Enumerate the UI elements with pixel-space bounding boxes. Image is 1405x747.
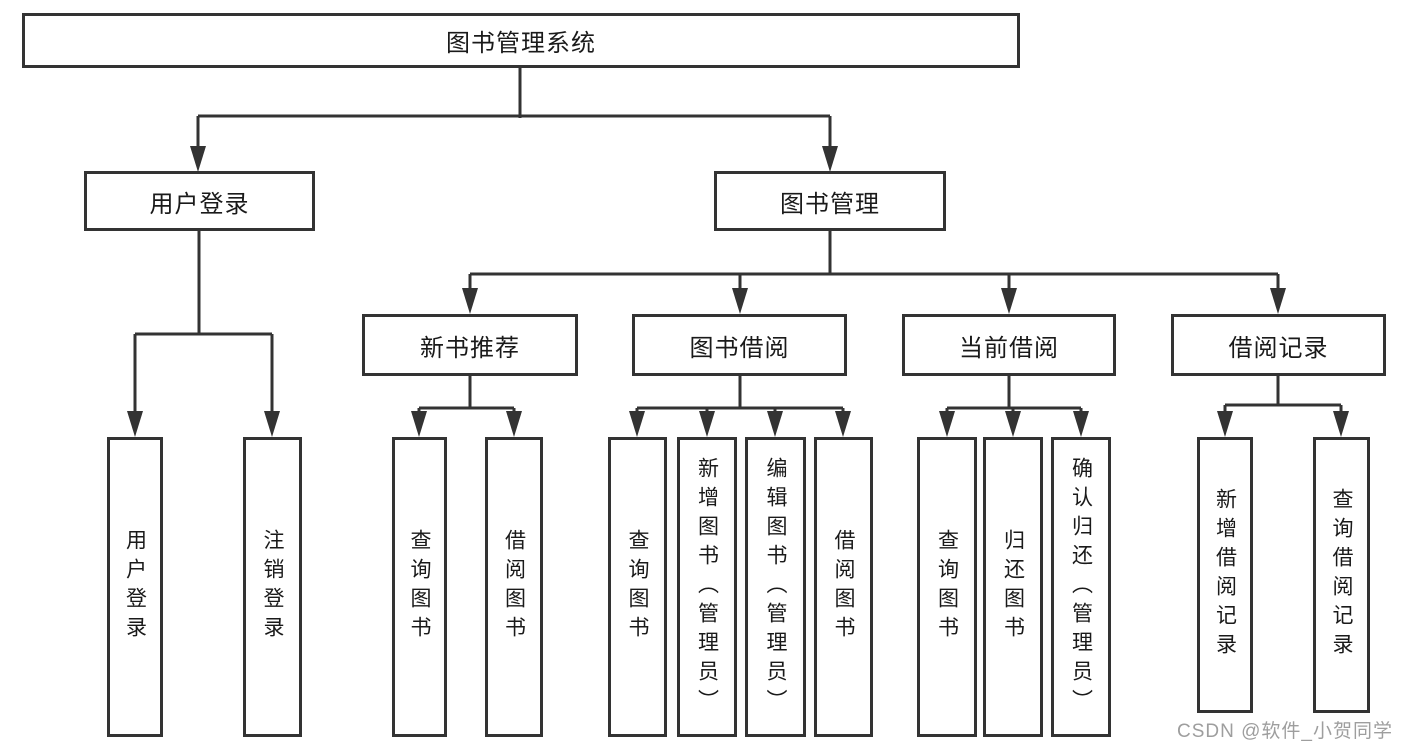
node-label: 借阅记录 [1228, 334, 1329, 362]
leaf-label: 确认归还（管理员） [1069, 456, 1093, 718]
leaf-borrow-books-recommend: 借阅图书 [485, 437, 543, 737]
node-book-management-branch: 图书管理 [714, 171, 946, 231]
arrow-down-icon [127, 411, 143, 437]
leaf-user-login: 用户登录 [107, 437, 163, 737]
arrow-down-icon [767, 411, 783, 437]
arrow-down-icon [835, 411, 851, 437]
node-new-book-recommendation: 新书推荐 [362, 314, 578, 376]
node-user-login-branch: 用户登录 [84, 171, 315, 231]
arrow-down-icon [822, 146, 838, 172]
leaf-label: 借阅图书 [832, 529, 855, 645]
node-label: 图书管理 [780, 190, 880, 218]
arrow-down-icon [1270, 288, 1286, 314]
leaf-label: 查询图书 [626, 529, 649, 645]
arrow-down-icon [732, 288, 748, 314]
leaf-query-books-current: 查询图书 [917, 437, 977, 737]
connector-lines [133, 68, 1343, 414]
leaf-label: 查询图书 [935, 529, 959, 645]
node-borrowing-records: 借阅记录 [1171, 314, 1386, 376]
arrow-down-icon [190, 146, 206, 172]
leaf-add-borrow-record: 新增借阅记录 [1197, 437, 1253, 713]
arrow-down-icon [462, 288, 478, 314]
leaf-label: 查询图书 [408, 529, 431, 645]
arrow-down-icon [629, 411, 645, 437]
leaf-label: 归还图书 [1001, 529, 1025, 645]
leaf-label: 编辑图书（管理员） [764, 456, 787, 718]
node-label: 图书借阅 [689, 334, 790, 362]
leaf-label: 注销登录 [261, 529, 284, 645]
arrow-down-icon [1333, 411, 1349, 437]
leaf-query-books-recommend: 查询图书 [392, 437, 447, 737]
leaf-label: 借阅图书 [502, 529, 526, 645]
arrow-down-icon [939, 411, 955, 437]
arrow-down-icon [1001, 288, 1017, 314]
leaf-edit-books-admin: 编辑图书（管理员） [745, 437, 806, 737]
node-current-borrowing: 当前借阅 [902, 314, 1116, 376]
arrow-down-icon [1217, 411, 1233, 437]
leaf-borrow-books: 借阅图书 [814, 437, 873, 737]
node-root-system: 图书管理系统 [22, 13, 1020, 68]
node-book-borrowing: 图书借阅 [632, 314, 847, 376]
leaf-logout: 注销登录 [243, 437, 302, 737]
leaf-label: 用户登录 [123, 529, 147, 645]
leaf-query-borrow-record: 查询借阅记录 [1313, 437, 1370, 713]
arrowheads [127, 146, 1349, 437]
leaf-query-books-borrowing: 查询图书 [608, 437, 667, 737]
node-label: 用户登录 [149, 190, 250, 218]
leaf-label: 查询借阅记录 [1330, 488, 1353, 662]
leaf-return-books: 归还图书 [983, 437, 1043, 737]
node-label: 图书管理系统 [446, 30, 596, 57]
node-label: 新书推荐 [420, 334, 520, 362]
arrow-down-icon [264, 411, 280, 437]
leaf-add-books-admin: 新增图书（管理员） [677, 437, 737, 737]
leaf-label: 新增图书（管理员） [695, 456, 719, 718]
node-label: 当前借阅 [959, 334, 1059, 362]
leaf-confirm-return-admin: 确认归还（管理员） [1051, 437, 1111, 737]
arrow-down-icon [1073, 411, 1089, 437]
arrow-down-icon [699, 411, 715, 437]
arrow-down-icon [411, 411, 427, 437]
arrow-down-icon [1005, 411, 1021, 437]
csdn-watermark: CSDN @软件_小贺同学 [1177, 721, 1393, 742]
arrow-down-icon [506, 411, 522, 437]
leaf-label: 新增借阅记录 [1213, 488, 1237, 662]
